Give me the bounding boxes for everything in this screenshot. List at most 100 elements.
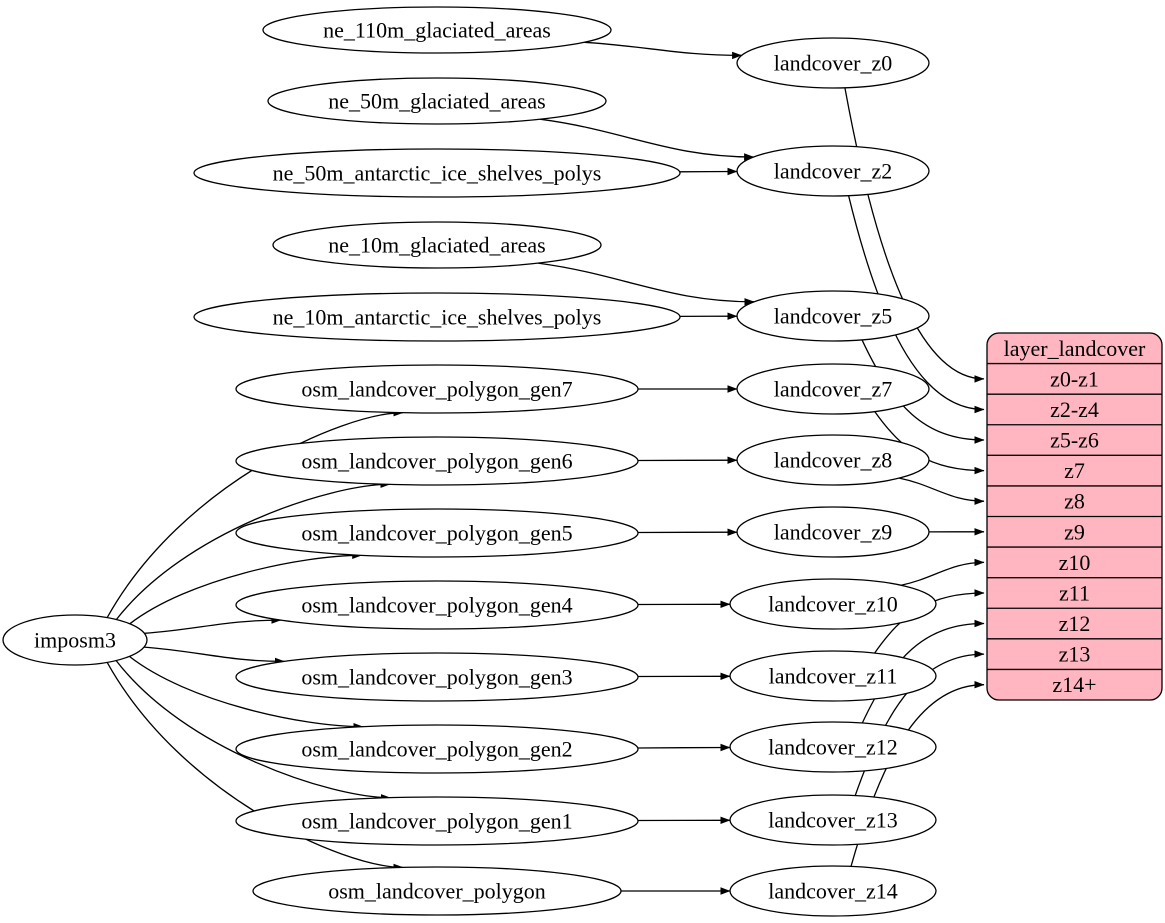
record-row-label-z0-z1: z0-z1: [1050, 366, 1099, 391]
node-landcover_z8: landcover_z8: [736, 434, 930, 486]
node-ellipse-landcover_z5: [736, 290, 930, 342]
node-landcover_z11: landcover_z11: [729, 650, 937, 702]
edge-imposm3-to-osm_landcover_polygon_gen1: [115, 660, 391, 802]
node-landcover_z12: landcover_z12: [729, 721, 937, 773]
node-ellipse-landcover_z9: [736, 506, 930, 558]
node-ellipse-landcover_z8: [736, 434, 930, 486]
edge-imposm3-to-osm_landcover_polygon_gen3: [144, 646, 285, 666]
node-osm_landcover_polygon_gen2: osm_landcover_polygon_gen2: [235, 724, 639, 774]
node-landcover_z2: landcover_z2: [736, 145, 930, 197]
record-row-label-z7: z7: [1064, 458, 1085, 483]
node-label-osm_landcover_polygon_gen6: osm_landcover_polygon_gen6: [301, 449, 572, 474]
node-label-osm_landcover_polygon_gen3: osm_landcover_polygon_gen3: [301, 665, 572, 690]
record-row-label-z12: z12: [1059, 611, 1091, 636]
node-osm_landcover_polygon_gen3: osm_landcover_polygon_gen3: [235, 652, 639, 702]
node-ellipse-osm_landcover_polygon_gen4: [235, 580, 639, 630]
node-osm_landcover_polygon_gen6: osm_landcover_polygon_gen6: [235, 436, 639, 486]
node-ellipse-landcover_z11: [729, 650, 937, 702]
node-osm_landcover_polygon_gen1: osm_landcover_polygon_gen1: [235, 796, 639, 846]
record-row-label-z9: z9: [1064, 519, 1085, 544]
node-label-landcover_z0: landcover_z0: [774, 51, 893, 76]
edge-landcover_z2-to-layer_landcover-z2-z4: [847, 195, 985, 414]
node-label-osm_landcover_polygon_gen1: osm_landcover_polygon_gen1: [301, 809, 572, 834]
node-ellipse-imposm3: [2, 614, 148, 666]
node-label-osm_landcover_polygon_gen5: osm_landcover_polygon_gen5: [301, 521, 572, 546]
node-label-landcover_z2: landcover_z2: [774, 159, 893, 184]
node-ellipse-osm_landcover_polygon_gen1: [235, 796, 639, 846]
node-label-imposm3: imposm3: [34, 628, 116, 653]
node-label-osm_landcover_polygon_gen4: osm_landcover_polygon_gen4: [301, 593, 572, 618]
node-ellipse-osm_landcover_polygon_gen3: [235, 652, 639, 702]
node-ellipse-landcover_z7: [736, 363, 930, 415]
record-row-label-z10: z10: [1059, 550, 1091, 575]
node-osm_landcover_polygon_gen7: osm_landcover_polygon_gen7: [235, 364, 639, 414]
node-label-osm_landcover_polygon_gen2: osm_landcover_polygon_gen2: [301, 737, 572, 762]
node-landcover_z5: landcover_z5: [736, 290, 930, 342]
node-ellipse-osm_landcover_polygon_gen5: [235, 508, 639, 558]
edge-landcover_z8-to-layer_landcover-z8: [899, 477, 985, 505]
node-osm_landcover_polygon: osm_landcover_polygon: [252, 866, 622, 916]
node-ellipse-landcover_z0: [736, 37, 930, 89]
node-landcover_z10: landcover_z10: [729, 578, 937, 630]
record-row-label-z5-z6: z5-z6: [1050, 428, 1099, 453]
node-ellipse-osm_landcover_polygon_gen7: [235, 364, 639, 414]
node-ne_50m_glaciated_areas: ne_50m_glaciated_areas: [267, 77, 607, 125]
node-ellipse-osm_landcover_polygon_gen2: [235, 724, 639, 774]
record-node-layer_landcover: layer_landcover z0-z1 z2-z4 z5-z6 z7 z8 z9 z10 z…: [986, 332, 1163, 701]
node-ellipse-osm_landcover_polygon: [252, 866, 622, 916]
node-ellipse-landcover_z12: [729, 721, 937, 773]
edge-imposm3-to-osm_landcover_polygon_gen4: [144, 616, 282, 634]
edge-ne_110m_glaciated_areas-to-landcover_z0: [584, 41, 743, 60]
edge-ne_10m_glaciated_areas-to-landcover_z5: [537, 262, 755, 306]
node-label-ne_110m_glaciated_areas: ne_110m_glaciated_areas: [323, 18, 551, 43]
node-osm_landcover_polygon_gen5: osm_landcover_polygon_gen5: [235, 508, 639, 558]
edge-imposm3-to-osm_landcover_polygon_gen5: [129, 551, 363, 625]
node-ellipse-landcover_z14: [729, 865, 937, 917]
node-label-ne_10m_antarctic_ice_shelves_polys: ne_10m_antarctic_ice_shelves_polys: [273, 305, 602, 330]
node-label-landcover_z7: landcover_z7: [774, 377, 893, 402]
node-label-ne_50m_antarctic_ice_shelves_polys: ne_50m_antarctic_ice_shelves_polys: [273, 161, 602, 186]
record-row-label-z14+: z14+: [1052, 672, 1096, 697]
node-label-landcover_z11: landcover_z11: [769, 664, 898, 689]
node-ellipse-landcover_z2: [736, 145, 930, 197]
record-header-label: layer_landcover: [1004, 336, 1146, 361]
node-ne_10m_glaciated_areas: ne_10m_glaciated_areas: [272, 221, 602, 269]
node-label-osm_landcover_polygon_gen7: osm_landcover_polygon_gen7: [301, 377, 572, 402]
node-ne_50m_antarctic_ice_shelves_polys: ne_50m_antarctic_ice_shelves_polys: [193, 148, 681, 198]
node-ellipse-ne_10m_glaciated_areas: [272, 221, 602, 269]
node-label-landcover_z8: landcover_z8: [774, 448, 893, 473]
edge-imposm3-to-osm_landcover_polygon_gen6: [115, 480, 391, 620]
node-ellipse-ne_50m_glaciated_areas: [267, 77, 607, 125]
edge-ne_50m_glaciated_areas-to-landcover_z2: [540, 118, 755, 161]
node-label-landcover_z12: landcover_z12: [768, 735, 898, 760]
node-label-landcover_z5: landcover_z5: [774, 304, 893, 329]
node-landcover_z13: landcover_z13: [729, 794, 937, 846]
node-landcover_z9: landcover_z9: [736, 506, 930, 558]
record-row-label-z2-z4: z2-z4: [1050, 397, 1099, 422]
edge-osm_landcover_polygon_gen2-to-landcover_z12: [637, 743, 731, 752]
edge-landcover_z5-to-layer_landcover-z5-z6: [861, 339, 985, 444]
node-ellipse-osm_landcover_polygon_gen6: [235, 436, 639, 486]
node-ne_10m_antarctic_ice_shelves_polys: ne_10m_antarctic_ice_shelves_polys: [193, 292, 681, 342]
edge-landcover_z12-to-layer_landcover-z12: [861, 619, 985, 724]
record-row-label-z8: z8: [1064, 489, 1085, 514]
node-ellipse-landcover_z10: [729, 578, 937, 630]
node-label-landcover_z14: landcover_z14: [768, 879, 898, 904]
node-label-osm_landcover_polygon: osm_landcover_polygon: [328, 879, 546, 904]
record-row-label-z11: z11: [1059, 580, 1090, 605]
record-row-label-z13: z13: [1059, 642, 1091, 667]
node-landcover_z7: landcover_z7: [736, 363, 930, 415]
node-label-landcover_z13: landcover_z13: [768, 808, 898, 833]
node-osm_landcover_polygon_gen4: osm_landcover_polygon_gen4: [235, 580, 639, 630]
node-landcover_z0: landcover_z0: [736, 37, 930, 89]
edge-landcover_z10-to-layer_landcover-z10: [900, 558, 985, 586]
node-imposm3: imposm3: [2, 614, 148, 666]
node-ellipse-ne_50m_antarctic_ice_shelves_polys: [193, 148, 681, 198]
node-label-landcover_z10: landcover_z10: [768, 592, 898, 617]
node-ellipse-ne_10m_antarctic_ice_shelves_polys: [193, 292, 681, 342]
node-ne_110m_glaciated_areas: ne_110m_glaciated_areas: [262, 6, 612, 54]
node-label-ne_10m_glaciated_areas: ne_10m_glaciated_areas: [328, 233, 545, 258]
node-ellipse-ne_110m_glaciated_areas: [262, 6, 612, 54]
